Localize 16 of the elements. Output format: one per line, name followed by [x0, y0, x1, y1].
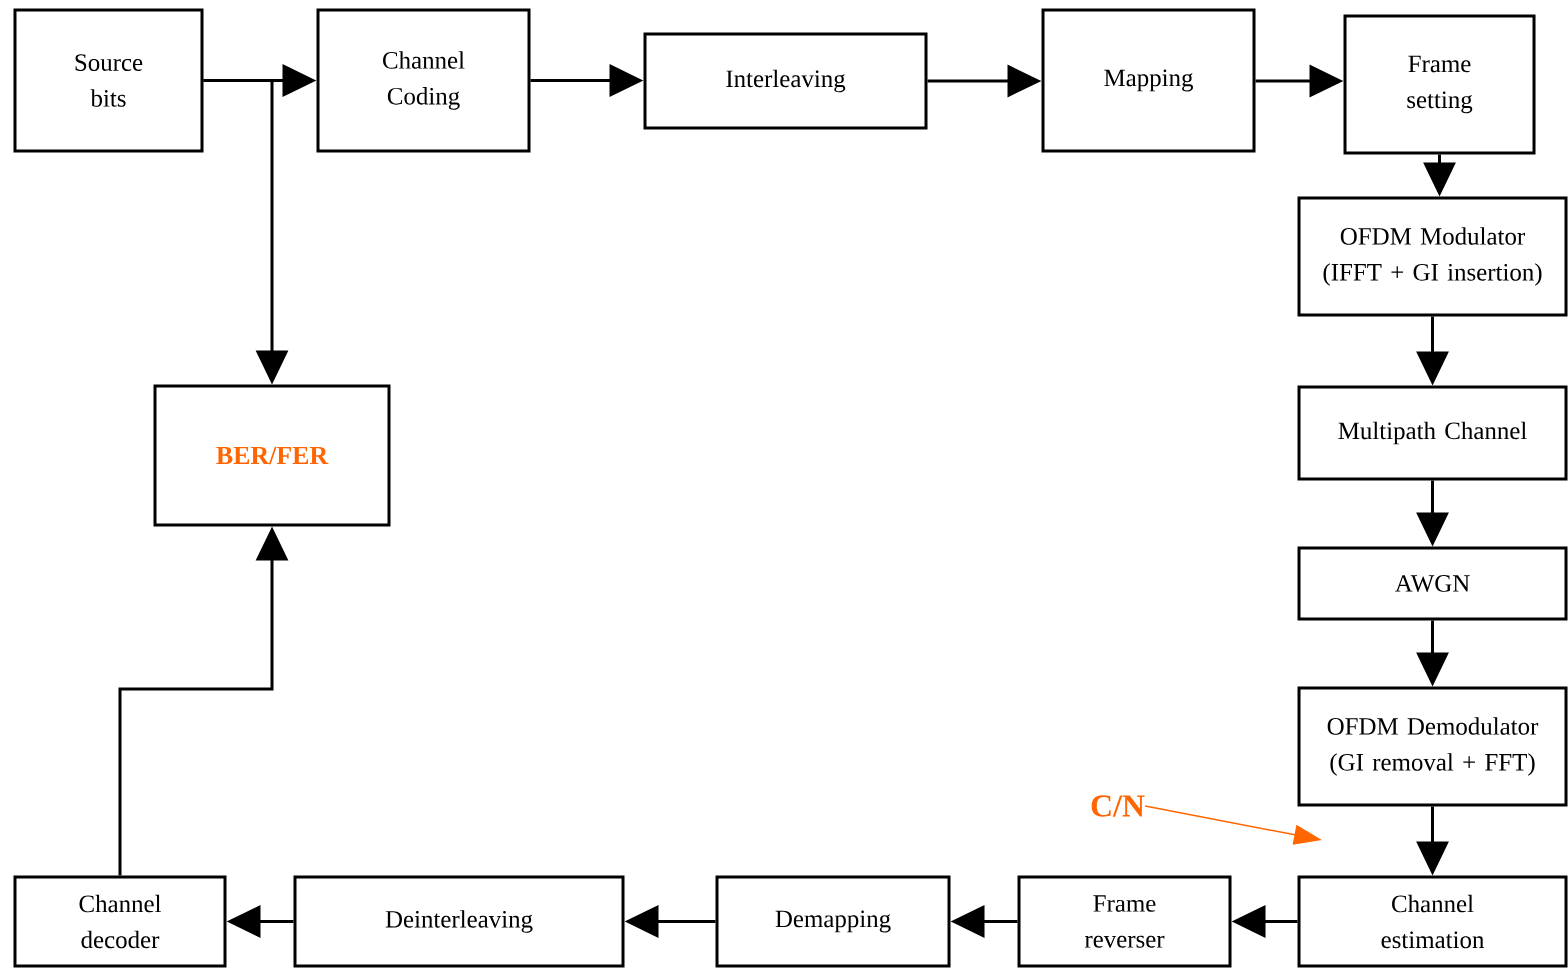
process-box: Mapping	[1041, 8, 1256, 153]
process-box: Channel estimation	[1297, 875, 1568, 968]
parameter-label: C/N	[1091, 795, 1145, 817]
process-box: AWGN	[1297, 546, 1568, 621]
process-box: Channel Coding	[316, 8, 531, 153]
process-box: OFDM Modulator (IFFT + GI insertion)	[1297, 196, 1568, 317]
process-box: Frame setting	[1343, 14, 1536, 155]
process-box: Frame reverser	[1017, 875, 1232, 968]
process-box: Channel decoder	[13, 875, 227, 968]
result-box: BER/FER	[153, 384, 391, 527]
process-box: Source bits	[13, 8, 204, 153]
process-box: Multipath Channel	[1297, 385, 1568, 481]
process-box: OFDM Demodulator (GI removal + FFT)	[1297, 686, 1568, 807]
process-box: Interleaving	[643, 32, 928, 130]
process-box: Demapping	[715, 875, 951, 968]
process-box: Deinterleaving	[293, 875, 625, 968]
